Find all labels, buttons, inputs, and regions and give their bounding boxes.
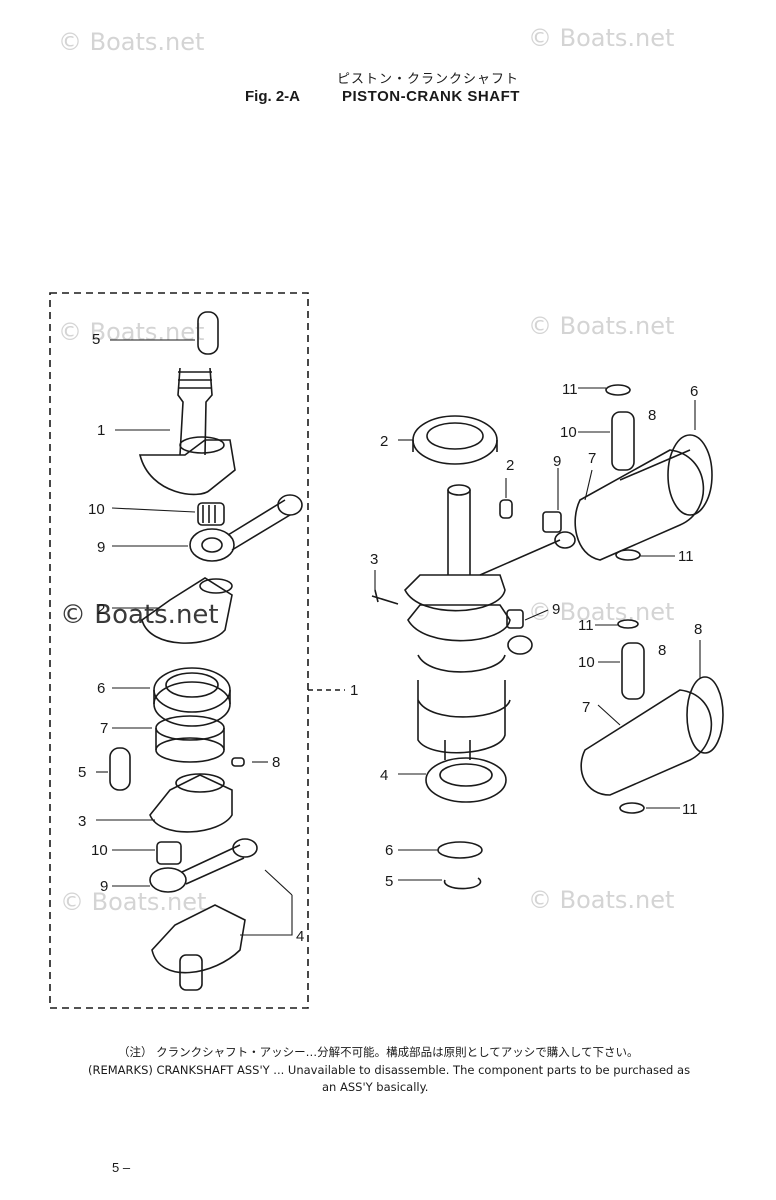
callout-right-8c: 8	[694, 621, 702, 638]
callout-right-6: 6	[690, 383, 698, 400]
snap-ring-bottom	[443, 877, 482, 890]
conrod-assembled-upper	[479, 531, 576, 576]
ball-bearing-top	[412, 415, 498, 465]
screw-center	[371, 589, 399, 605]
watermark: © Boats.net	[60, 888, 207, 916]
callout-center-2-bearing: 2	[380, 433, 388, 450]
remarks-english: (REMARKS) CRANKSHAFT ASS'Y ... Unavailab…	[88, 1063, 691, 1077]
callout-right-10: 10	[560, 424, 577, 441]
crank-lower-half	[149, 773, 233, 833]
callout-left-3: 3	[78, 813, 86, 830]
circlip-upper-top	[605, 384, 631, 396]
callout-left-6: 6	[97, 680, 105, 697]
callout-left-5: 5	[92, 331, 100, 348]
nut-lower	[506, 609, 524, 629]
piston-pin-lower	[621, 642, 645, 700]
pin-lower	[109, 747, 131, 791]
callout-left-8: 8	[272, 754, 280, 771]
callout-left-10: 10	[88, 501, 105, 518]
watermark: © Boats.net	[528, 886, 675, 914]
callout-center-5: 5	[385, 873, 393, 890]
callout-center-4: 4	[380, 767, 388, 784]
callout-right-11-bottom: 11	[678, 548, 694, 565]
needle-bearing-lower	[156, 841, 182, 865]
watermark: © Boats.net	[528, 598, 675, 626]
callout-center-2-pin: 2	[506, 457, 514, 474]
japanese-title: ピストン・クランクシャフト	[337, 72, 520, 87]
callout-assembly-1: 1	[350, 682, 358, 699]
callout-right-9: 9	[553, 453, 561, 470]
callout-left-9b: 9	[100, 878, 108, 895]
pin-upper	[197, 311, 219, 355]
needle-bearing-upper	[197, 502, 225, 526]
callout-right-7: 7	[588, 450, 596, 467]
circlip-lower-top	[617, 619, 639, 629]
dowel-pin-left	[231, 757, 245, 767]
connecting-rod-lower	[149, 838, 258, 893]
watermark: © Boats.net	[528, 312, 675, 340]
piston-ring-lower	[686, 676, 724, 754]
callout-right-11-top: 11	[562, 381, 578, 398]
callout-left-1: 1	[97, 422, 105, 439]
callout-left-5b: 5	[78, 764, 86, 781]
circlip-lower-bottom	[619, 802, 645, 814]
piston-ring-upper	[667, 434, 713, 516]
callout-right-11-bottom-b: 11	[682, 801, 698, 818]
watermark: © Boats.net	[528, 24, 675, 52]
conrod-assembled-lower	[507, 635, 533, 655]
nut-upper	[542, 511, 562, 533]
piston-upper	[574, 449, 705, 561]
callout-right-7b: 7	[582, 699, 590, 716]
callout-left-9: 9	[97, 539, 105, 556]
assembled-crankshaft	[404, 484, 511, 760]
assembly-boundary	[49, 292, 309, 1009]
callout-right-8b: 8	[658, 642, 666, 659]
crank-web-lower	[151, 904, 246, 991]
remarks-english-cont: an ASS'Y basically.	[322, 1080, 429, 1094]
crank-upper-half	[138, 367, 236, 496]
callout-center-6: 6	[385, 842, 393, 859]
figure-label: Fig. 2-A	[245, 88, 300, 105]
ball-bearing-left	[153, 667, 231, 727]
watermark: © Boats.net	[60, 600, 219, 630]
page-number: 5 –	[112, 1160, 131, 1175]
callout-left-7: 7	[100, 720, 108, 737]
ball-bearing-bottom	[425, 757, 507, 803]
callout-left-10b: 10	[91, 842, 108, 859]
callout-right-9b: 9	[552, 601, 560, 618]
crank-web-upper	[141, 577, 233, 644]
seal-ring-left	[155, 715, 225, 763]
callout-center-3: 3	[370, 551, 378, 568]
watermark: © Boats.net	[58, 28, 205, 56]
remarks-japanese: （注） クランクシャフト・アッシー…分解不可能。構成部品は原則としてアッシで購入…	[118, 1045, 639, 1059]
callout-left-4: 4	[296, 928, 304, 945]
circlip-upper-bottom	[615, 549, 641, 561]
figure-title: PISTON-CRANK SHAFT	[342, 88, 520, 105]
callout-left-2: 2	[97, 601, 105, 618]
washer-bottom	[437, 841, 483, 859]
callout-right-11-top-b: 11	[578, 617, 594, 634]
dowel-pin-center	[499, 499, 513, 519]
piston-pin-upper	[611, 411, 635, 471]
piston-lower	[580, 689, 713, 796]
callout-right-8: 8	[648, 407, 656, 424]
callout-right-10b: 10	[578, 654, 595, 671]
watermark: © Boats.net	[58, 318, 205, 346]
connecting-rod-upper	[189, 494, 303, 562]
